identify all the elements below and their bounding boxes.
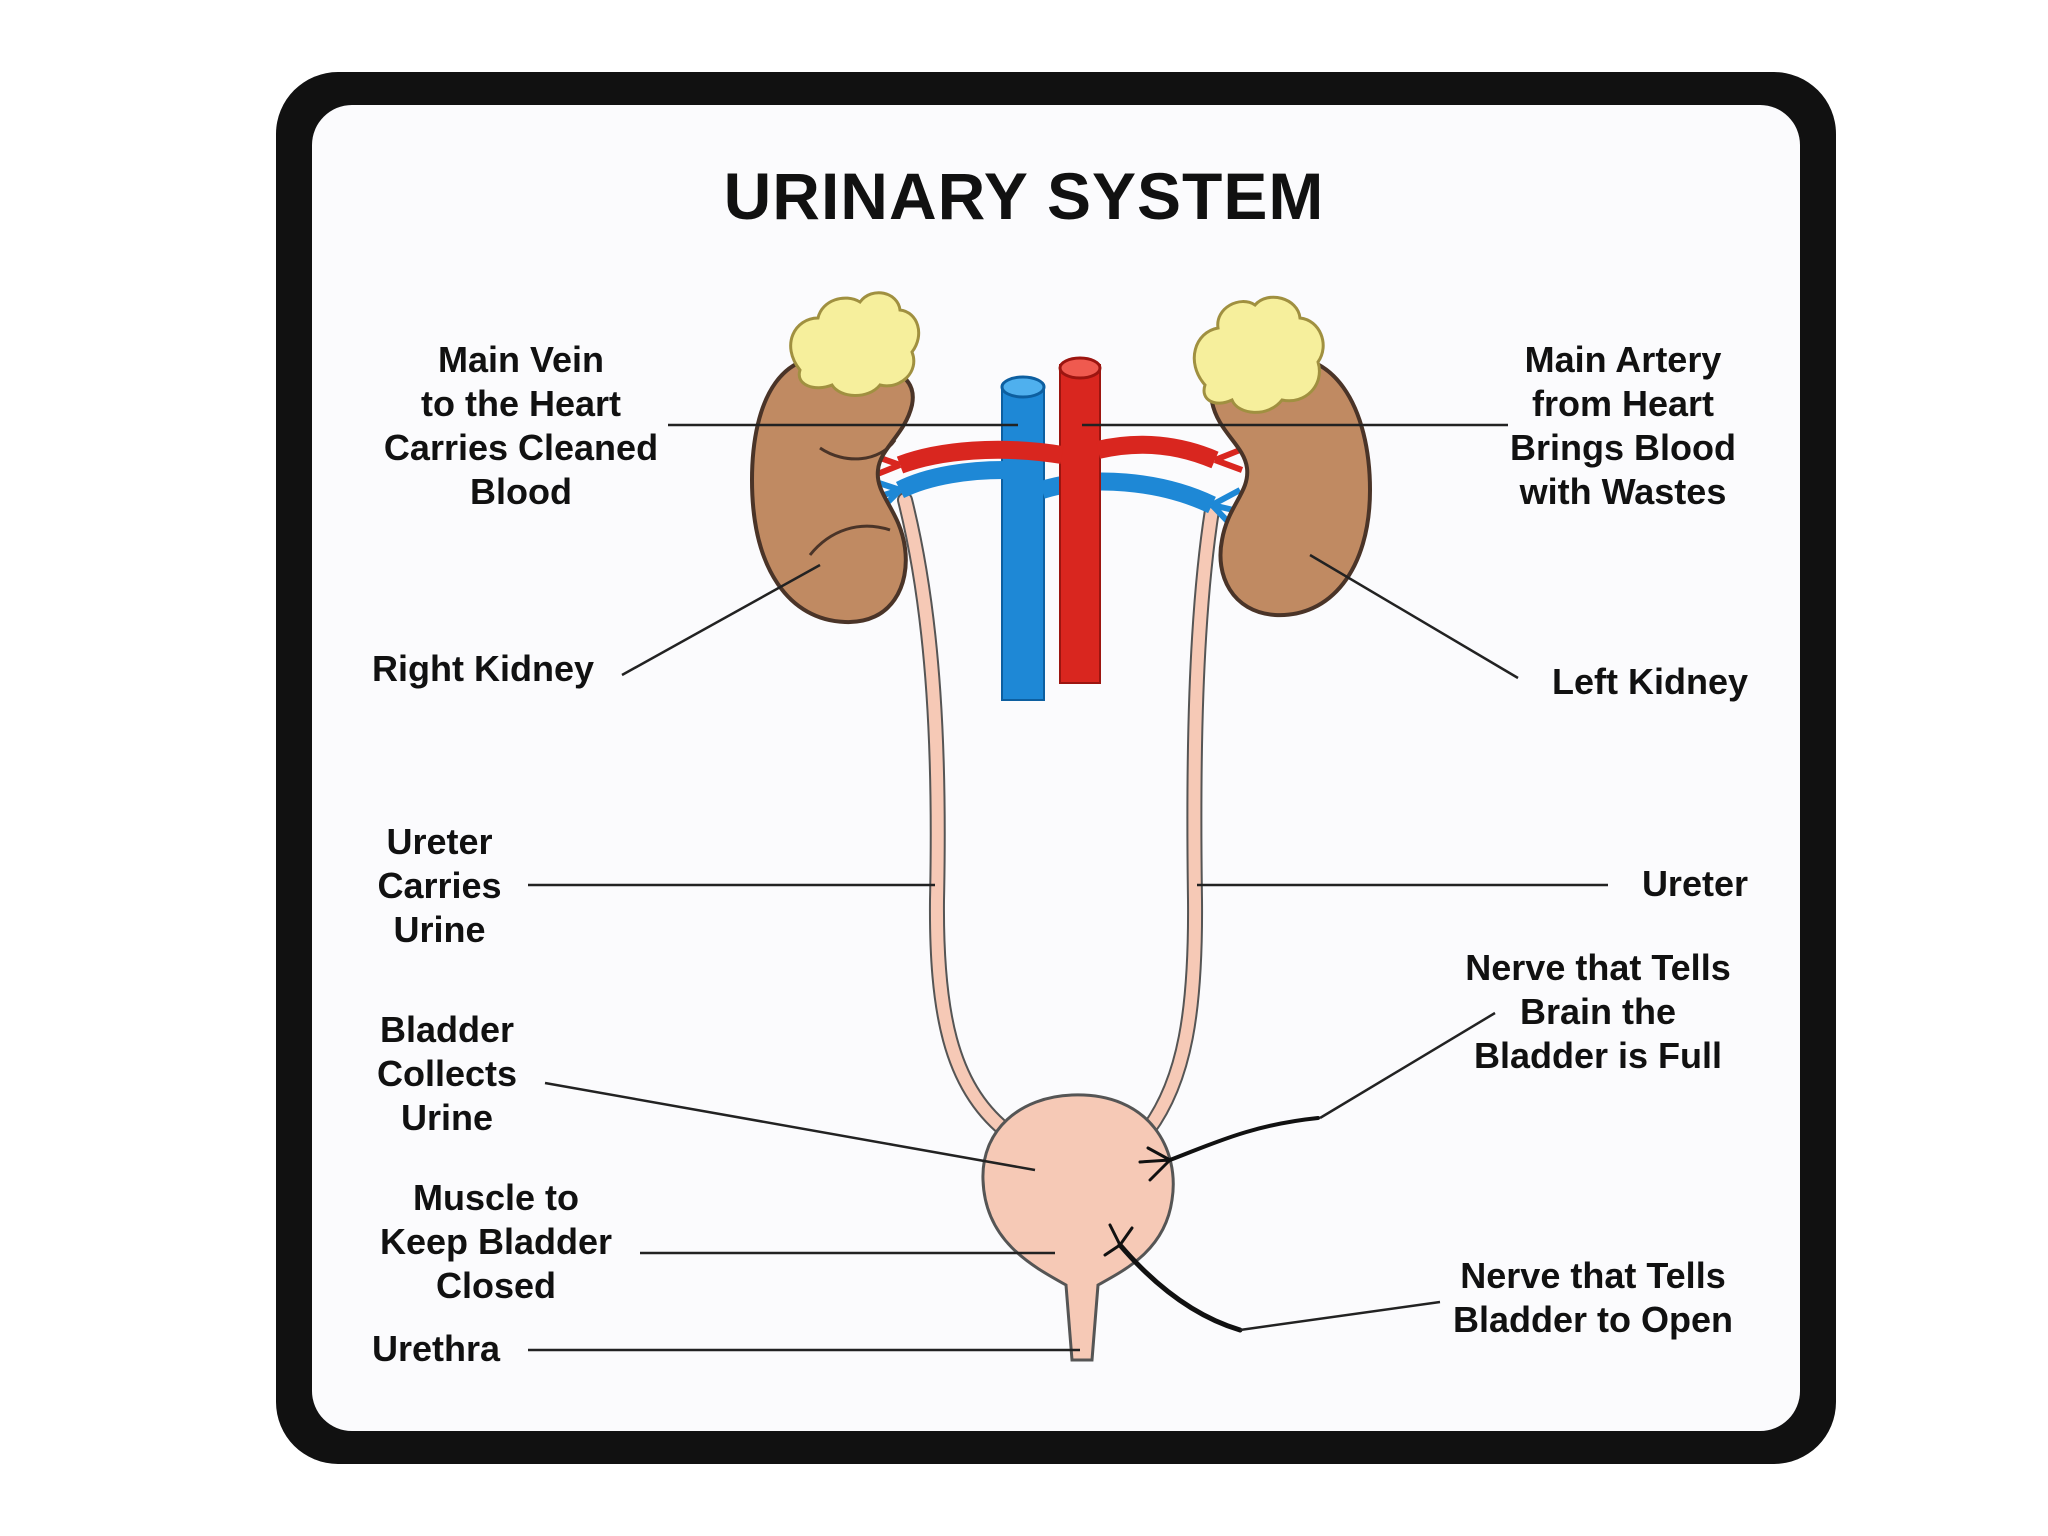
left-ureter — [1142, 504, 1218, 1136]
left-kidney-shape — [1208, 354, 1373, 618]
label-urethra: Urethra — [372, 1328, 501, 1369]
leader-bladder — [544, 1081, 1036, 1172]
leader-nerve-open — [1239, 1300, 1441, 1332]
label-right-kidney: Right Kidney — [372, 648, 594, 689]
left-adrenal-gland — [1192, 295, 1325, 414]
label-nerve-open: Nerve that Tells Bladder to Open — [1452, 1255, 1734, 1340]
label-muscle: Muscle to Keep Bladder Closed — [379, 1177, 613, 1306]
label-main-artery: Main Artery from Heart Brings Blood with… — [1510, 339, 1736, 512]
label-bladder: Bladder Collects Urine — [376, 1009, 518, 1138]
right-adrenal-gland — [789, 291, 921, 397]
main-artery — [870, 356, 1244, 684]
main-vein — [867, 375, 1243, 701]
right-kidney-shape — [749, 355, 915, 625]
label-ureter: Ureter — [1641, 863, 1748, 904]
nerves — [1103, 1116, 1320, 1333]
bladder-shape — [981, 1093, 1175, 1362]
leader-lines — [528, 423, 1608, 1352]
ureters — [897, 492, 1220, 1138]
right-ureter — [899, 494, 1011, 1136]
label-main-vein: Main Vein to the Heart Carries Cleaned B… — [383, 339, 659, 512]
label-ureter-carries-urine: Ureter Carries Urine — [377, 821, 502, 950]
label-nerve-full: Nerve that Tells Brain the Bladder is Fu… — [1465, 947, 1731, 1076]
leader-left-kidney — [1309, 553, 1519, 680]
leader-nerve-full — [1319, 1011, 1496, 1120]
label-left-kidney: Left Kidney — [1551, 661, 1748, 702]
leader-right-kidney — [621, 563, 821, 677]
diagram-title: URINARY SYSTEM — [723, 159, 1325, 233]
